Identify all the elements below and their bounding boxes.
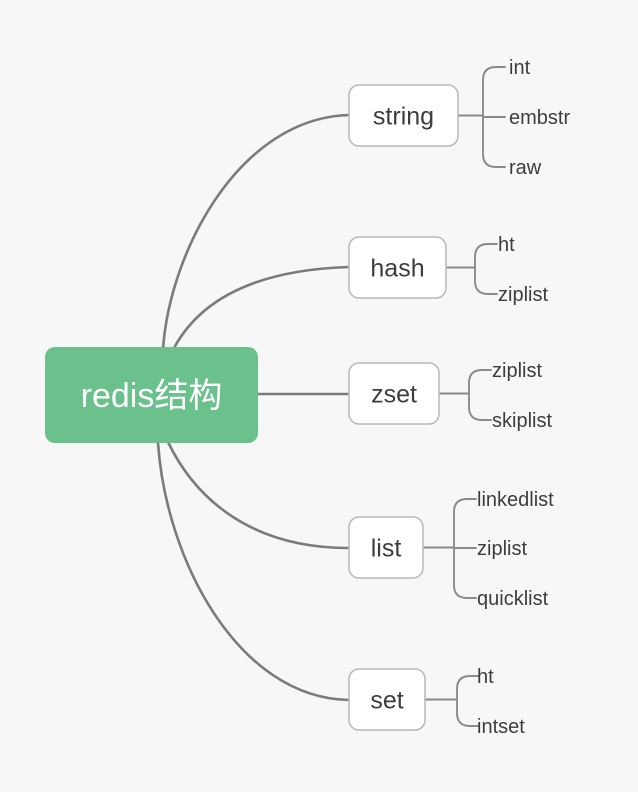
leaf-label-string-raw: raw [509,157,542,179]
leaf-bracket-hash [474,243,498,295]
leaf-label-zset-skiplist: skiplist [492,410,552,432]
branch-node-hash[interactable]: hash [348,236,447,299]
edge-root-to-hash [172,265,351,350]
branch-nodes-group: string hash zset list set [348,84,459,731]
leaf-label-list-linkedlist: linkedlist [477,489,554,511]
edge-root-to-string [161,113,351,351]
leaf-label-string-int: int [509,57,531,79]
root-node-group[interactable]: redis结构 [45,347,258,443]
leaf-bracket-zset [468,369,492,421]
leaf-label-string-embstr: embstr [509,107,570,129]
edge-root-to-set [156,441,351,702]
leaf-label-hash-ziplist: ziplist [498,284,548,306]
branch-box-string[interactable] [348,84,459,147]
leaf-label-list-ziplist: ziplist [477,538,527,560]
branch-box-hash[interactable] [348,236,447,299]
branch-label-zset: zset [371,381,417,409]
branch-node-string[interactable]: string [348,84,459,147]
root-node-box[interactable] [45,347,258,443]
branch-label-list: list [371,535,402,563]
branch-node-list[interactable]: list [348,516,424,579]
leaf-label-set-intset: intset [477,716,525,738]
branch-label-hash: hash [370,255,424,283]
leaf-bracket-set [456,675,480,727]
branch-node-set[interactable]: set [348,668,426,731]
leaf-label-hash-ht: ht [498,234,515,256]
leaf-label-list-quicklist: quicklist [477,588,549,610]
branch-box-set[interactable] [348,668,426,731]
root-edges-group [156,113,351,702]
branch-label-string: string [373,103,434,131]
branch-box-list[interactable] [348,516,424,579]
leaf-labels-group: int embstr raw ht ziplist ziplist skiplist link… [477,57,570,738]
branch-node-zset[interactable]: zset [348,362,440,425]
edge-root-to-list [166,440,351,550]
leaf-label-zset-ziplist: ziplist [492,360,542,382]
root-node-label: redis结构 [81,377,223,415]
branch-label-set: set [370,687,403,715]
branch-box-zset[interactable] [348,362,440,425]
leaf-label-set-ht: ht [477,666,494,688]
leaf-brackets-group [422,66,506,727]
